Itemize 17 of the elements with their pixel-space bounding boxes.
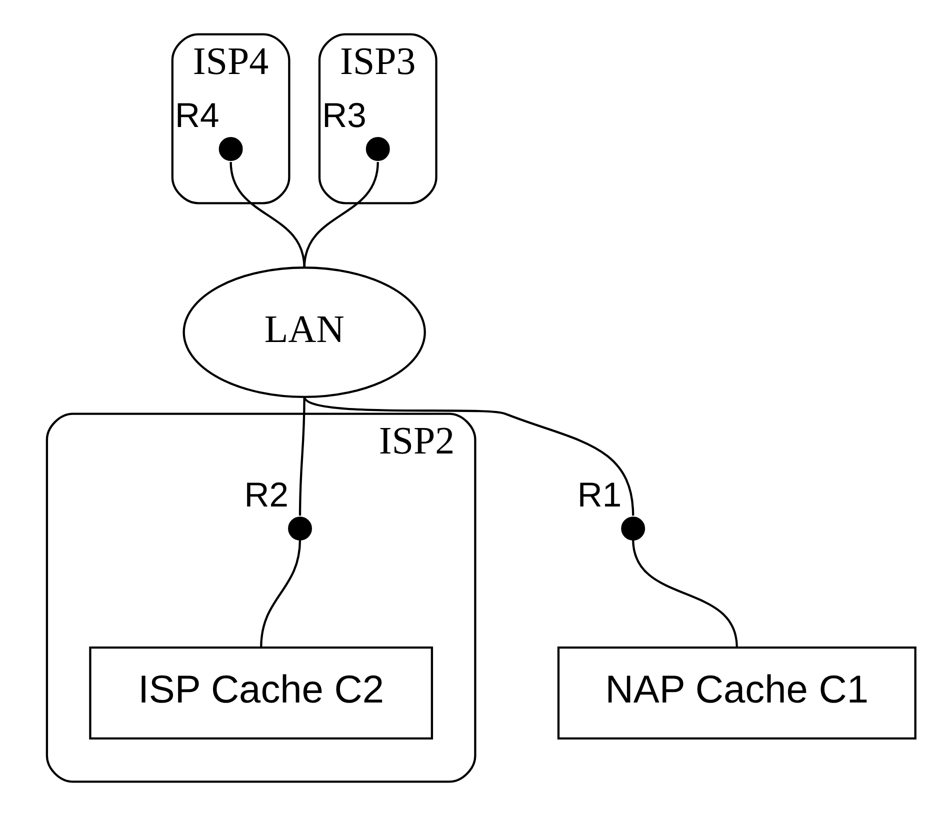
node-circle xyxy=(620,516,645,541)
node-label: R4 xyxy=(174,96,219,135)
node-label: R1 xyxy=(576,476,622,514)
connector xyxy=(632,539,738,648)
node-box: NAP Cache C1 xyxy=(556,646,916,740)
node-circle xyxy=(288,516,312,541)
node-box: ISP Cache C2 xyxy=(88,646,433,740)
node-circle xyxy=(218,137,242,161)
connector xyxy=(302,162,378,268)
connector xyxy=(298,396,305,516)
node-circle xyxy=(365,137,390,161)
connector xyxy=(260,539,301,648)
node-ellipse: LAN xyxy=(182,266,426,398)
connector xyxy=(302,396,634,516)
node-label: R3 xyxy=(322,96,366,135)
node-label: R2 xyxy=(244,476,288,514)
connector xyxy=(229,162,305,268)
